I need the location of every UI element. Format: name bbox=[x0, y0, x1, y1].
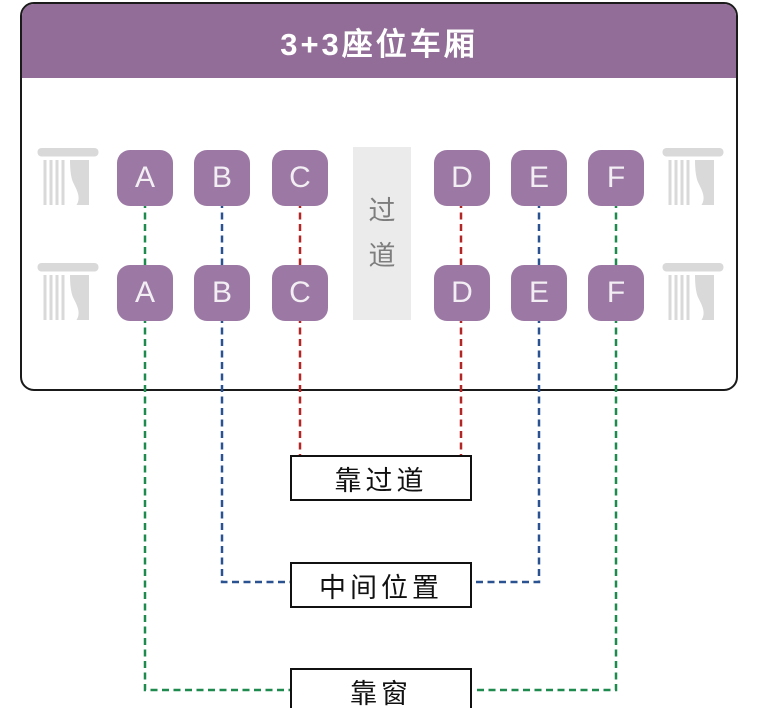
seat-b-row1: B bbox=[194, 150, 250, 206]
legend-label-aisle-seat: 靠过道 bbox=[334, 465, 428, 496]
aisle-label-char: 道 bbox=[368, 240, 396, 271]
seat-b-row2: B bbox=[194, 265, 250, 321]
window-line-a bbox=[143, 178, 291, 692]
window-curtain-icon bbox=[37, 263, 99, 320]
seat-e-row1: E bbox=[511, 150, 567, 206]
legend-box-aisle-seat: 靠过道 bbox=[290, 455, 472, 501]
window-line-f bbox=[474, 178, 618, 692]
aisle-strip: 过 道 bbox=[353, 147, 411, 320]
seat-a-row1: A bbox=[117, 150, 173, 206]
legend-box-middle-seat: 中间位置 bbox=[290, 562, 472, 608]
aisle-label-char: 过 bbox=[368, 195, 396, 226]
page-title: 3+3座位车厢 bbox=[280, 26, 478, 62]
legend-label-middle-seat: 中间位置 bbox=[319, 572, 443, 603]
seat-d-row1: D bbox=[434, 150, 490, 206]
seat-c-row2: C bbox=[272, 265, 328, 321]
window-curtain-icon bbox=[662, 148, 724, 205]
seat-d-row2: D bbox=[434, 265, 490, 321]
window-curtain-icon bbox=[37, 148, 99, 205]
seat-c-row1: C bbox=[272, 150, 328, 206]
middle-line-e bbox=[473, 178, 541, 584]
carriage-header: 3+3座位车厢 bbox=[22, 4, 736, 78]
seat-a-row2: A bbox=[117, 265, 173, 321]
legend-box-window-seat: 靠窗 bbox=[290, 668, 472, 708]
middle-line-b bbox=[220, 178, 291, 584]
seat-f-row2: F bbox=[588, 265, 644, 321]
legend-label-window-seat: 靠窗 bbox=[350, 678, 412, 708]
seat-e-row2: E bbox=[511, 265, 567, 321]
window-curtain-icon bbox=[662, 263, 724, 320]
seat-f-row1: F bbox=[588, 150, 644, 206]
